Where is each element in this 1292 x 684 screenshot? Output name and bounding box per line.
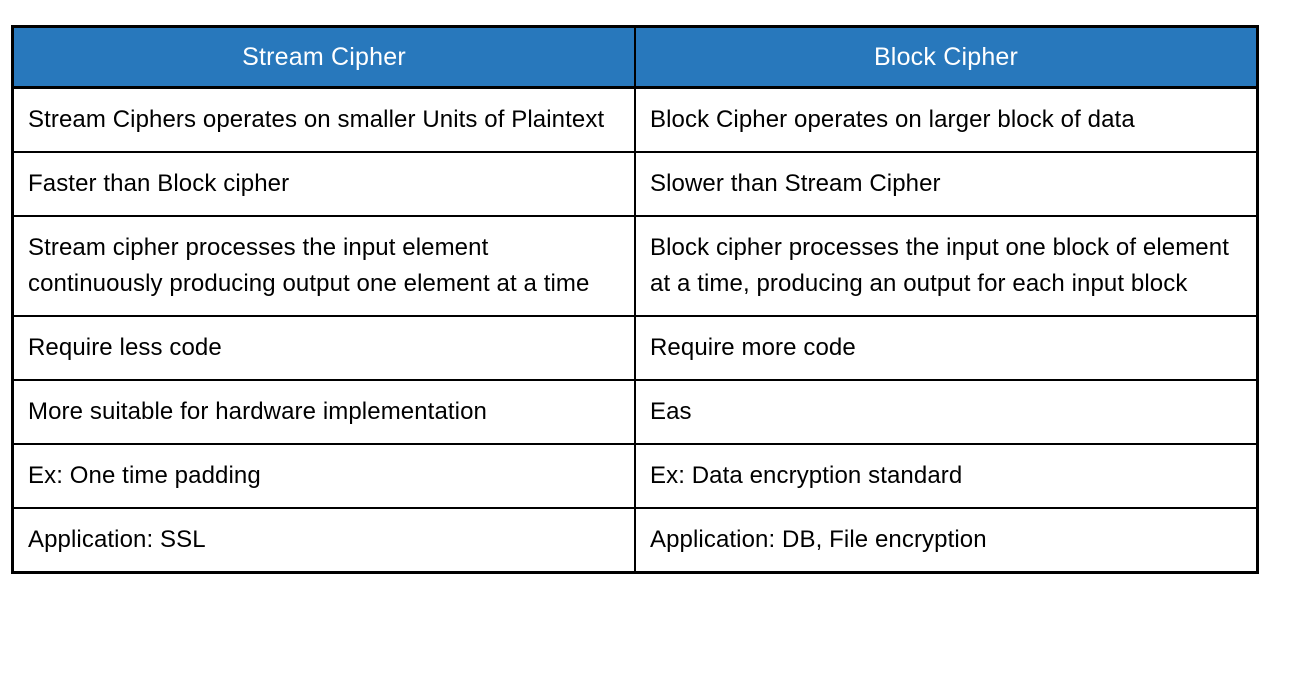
header-row: Stream Cipher Block Cipher: [11, 25, 1259, 89]
table-row: More suitable for hardware implementatio…: [11, 379, 1259, 445]
header-cell-stream-cipher: Stream Cipher: [11, 25, 636, 89]
table-cell: Stream cipher processes the input elemen…: [11, 215, 636, 317]
table-row: Faster than Block cipher Slower than Str…: [11, 151, 1259, 217]
table-cell: Application: DB, File encryption: [634, 507, 1259, 574]
header-cell-block-cipher: Block Cipher: [634, 25, 1259, 89]
table-cell: Eas: [634, 379, 1259, 445]
table-cell: Faster than Block cipher: [11, 151, 636, 217]
table-cell: Block cipher processes the input one blo…: [634, 215, 1259, 317]
table-cell: More suitable for hardware implementatio…: [11, 379, 636, 445]
table-cell: Require more code: [634, 315, 1259, 381]
table-cell: Stream Ciphers operates on smaller Units…: [11, 86, 636, 153]
table-cell: Ex: One time padding: [11, 443, 636, 509]
table-cell: Ex: Data encryption standard: [634, 443, 1259, 509]
cipher-comparison-table: Stream Cipher Block Cipher Stream Cipher…: [11, 25, 1259, 574]
table-row: Ex: One time padding Ex: Data encryption…: [11, 443, 1259, 509]
table-row: Stream cipher processes the input elemen…: [11, 215, 1259, 317]
table-cell: Block Cipher operates on larger block of…: [634, 86, 1259, 153]
table-cell: Slower than Stream Cipher: [634, 151, 1259, 217]
table-row: Stream Ciphers operates on smaller Units…: [11, 86, 1259, 153]
table-row: Require less code Require more code: [11, 315, 1259, 381]
table-row: Application: SSL Application: DB, File e…: [11, 507, 1259, 574]
table-cell: Application: SSL: [11, 507, 636, 574]
table-cell: Require less code: [11, 315, 636, 381]
